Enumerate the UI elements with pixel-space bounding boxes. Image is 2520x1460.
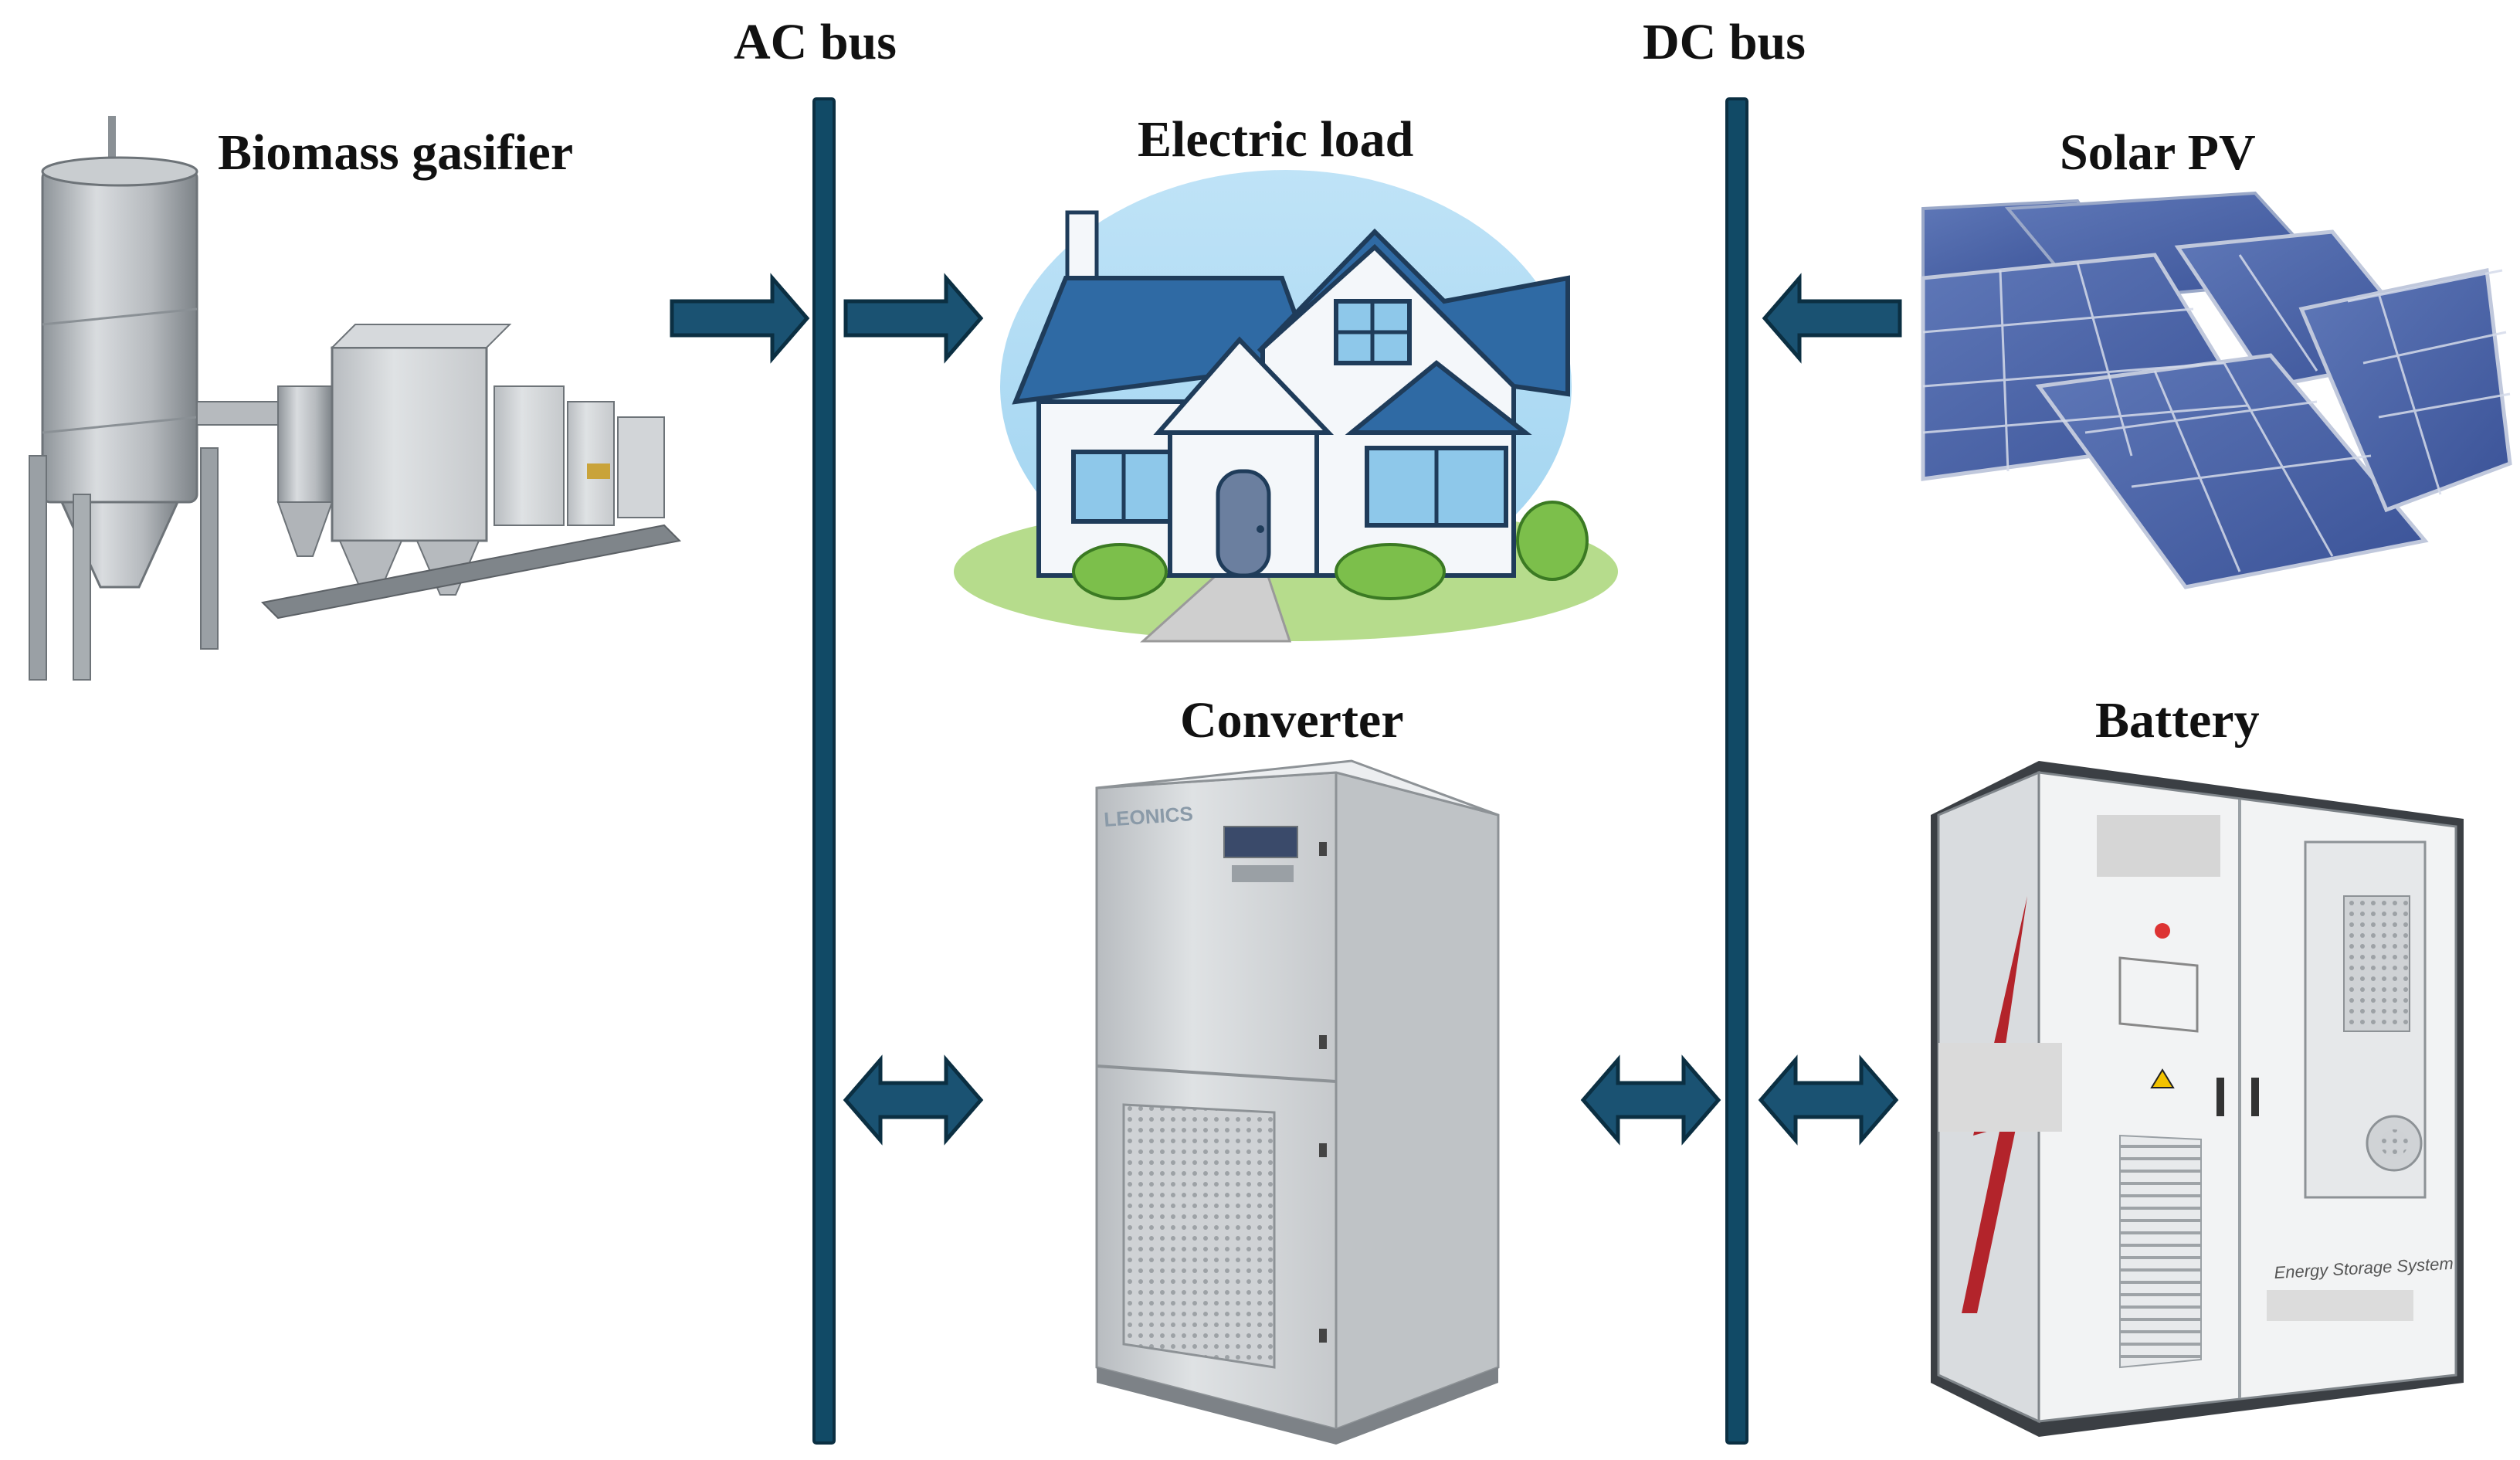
arrow-converter-dc-bus-bidirectional xyxy=(1580,1054,1721,1146)
ac-bus-label: AC bus xyxy=(734,14,897,70)
biomass-gasifier-illustration xyxy=(29,116,682,681)
converter-label: Converter xyxy=(1180,692,1404,749)
inverter-cabinet-illustration xyxy=(1095,759,1500,1445)
arrow-solar-to-dc-bus xyxy=(1762,273,1902,364)
house-illustration xyxy=(954,170,1618,643)
battery-cabinet-illustration xyxy=(1931,761,2464,1437)
solar-pv-label: Solar PV xyxy=(2060,124,2256,181)
dc-bus-label: DC bus xyxy=(1643,14,1806,70)
arrow-ac-bus-to-load xyxy=(843,273,984,364)
arrow-biomass-to-ac-bus xyxy=(670,273,810,364)
electric-load-label: Electric load xyxy=(1138,111,1414,168)
biomass-gasifier-label: Biomass gasifier xyxy=(218,124,574,181)
dc-bus-line xyxy=(1725,97,1748,1445)
solar-panel-illustration xyxy=(1921,191,2512,589)
ac-bus-line xyxy=(812,97,836,1445)
arrow-dc-bus-battery-bidirectional xyxy=(1758,1054,1899,1146)
arrow-ac-bus-converter-bidirectional xyxy=(843,1054,984,1146)
battery-label: Battery xyxy=(2095,692,2260,749)
